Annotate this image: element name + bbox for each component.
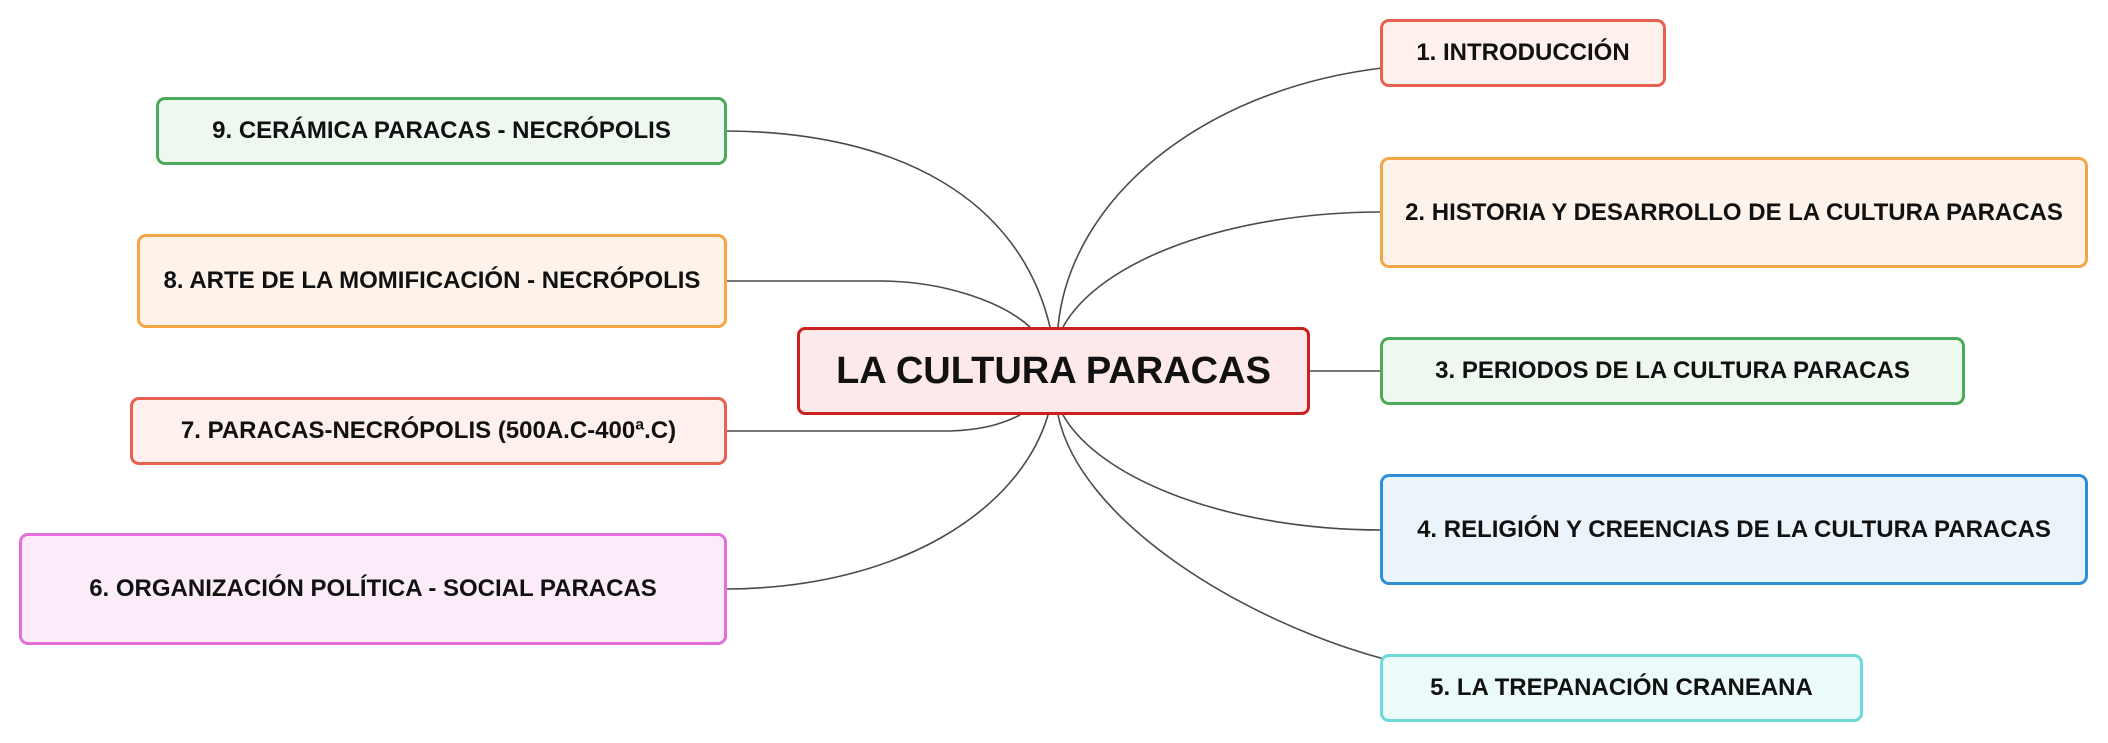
connector-to-topic-5 — [1057, 414, 1385, 660]
connector-to-topic-8 — [727, 280, 1031, 328]
central-topic-label: LA CULTURA PARACAS — [836, 349, 1271, 392]
topic-6-organizacion[interactable]: 6. ORGANIZACIÓN POLÍTICA - SOCIAL PARACA… — [19, 533, 727, 645]
connector-to-topic-2 — [1062, 211, 1383, 328]
connector-to-topic-9 — [726, 130, 1051, 328]
topic-3-periodos[interactable]: 3. PERIODOS DE LA CULTURA PARACAS — [1380, 337, 1965, 405]
topic-5-trepanacion[interactable]: 5. LA TREPANACIÓN CRANEANA — [1380, 654, 1863, 722]
topic-6-label: 6. ORGANIZACIÓN POLÍTICA - SOCIAL PARACA… — [89, 575, 657, 602]
connector-to-topic-4 — [1062, 414, 1383, 531]
topic-2-historia[interactable]: 2. HISTORIA Y DESARROLLO DE LA CULTURA P… — [1380, 157, 2088, 268]
connector-to-topic-6 — [726, 414, 1049, 590]
topic-7-necropolis[interactable]: 7. PARACAS-NECRÓPOLIS (500A.C-400ª.C) — [130, 397, 727, 465]
topic-1-label: 1. INTRODUCCIÓN — [1416, 39, 1630, 66]
connector-to-topic-7 — [727, 414, 1021, 432]
topic-9-ceramica[interactable]: 9. CERÁMICA PARACAS - NECRÓPOLIS — [156, 97, 727, 165]
topic-5-label: 5. LA TREPANACIÓN CRANEANA — [1430, 674, 1813, 701]
topic-4-label: 4. RELIGIÓN Y CREENCIAS DE LA CULTURA PA… — [1417, 515, 2051, 543]
topic-1-introduccion[interactable]: 1. INTRODUCCIÓN — [1380, 19, 1666, 87]
connector-to-topic-1 — [1057, 67, 1383, 328]
topic-7-label: 7. PARACAS-NECRÓPOLIS (500A.C-400ª.C) — [180, 417, 677, 444]
topic-9-label: 9. CERÁMICA PARACAS - NECRÓPOLIS — [212, 117, 671, 144]
topic-3-label: 3. PERIODOS DE LA CULTURA PARACAS — [1435, 357, 1910, 384]
topic-2-label: 2. HISTORIA Y DESARROLLO DE LA CULTURA P… — [1405, 198, 2063, 226]
topic-8-momificacion[interactable]: 8. ARTE DE LA MOMIFICACIÓN - NECRÓPOLIS — [137, 234, 727, 328]
central-topic[interactable]: LA CULTURA PARACAS — [797, 327, 1310, 415]
topic-4-religion[interactable]: 4. RELIGIÓN Y CREENCIAS DE LA CULTURA PA… — [1380, 474, 2088, 585]
topic-8-label: 8. ARTE DE LA MOMIFICACIÓN - NECRÓPOLIS — [163, 267, 701, 294]
